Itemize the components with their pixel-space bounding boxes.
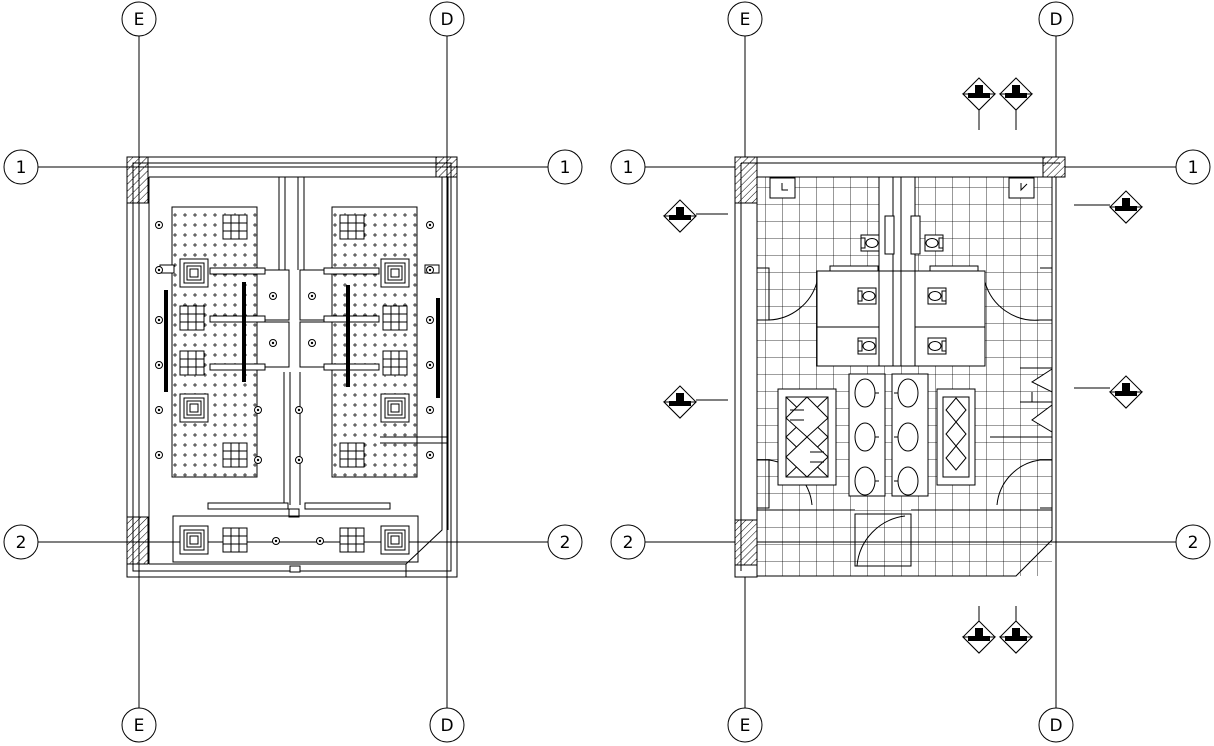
- grid-bubble-e-top-left: E: [121, 1, 157, 37]
- ceiling-panel-left: [171, 206, 418, 478]
- svg-text:2: 2: [1188, 533, 1199, 553]
- grid-bubble-2-left-left: 2: [3, 524, 39, 560]
- svg-text:E: E: [740, 10, 751, 30]
- svg-text:D: D: [440, 716, 453, 736]
- cubicle-partitions: [816, 176, 986, 367]
- grid-bubble-1-left-right: 1: [610, 149, 646, 185]
- svg-text:D: D: [1049, 716, 1062, 736]
- grid-bubble-2-right-right: 2: [1175, 524, 1211, 560]
- grid-bubble-2-right-left: 2: [547, 524, 583, 560]
- svg-text:1: 1: [560, 158, 571, 178]
- svg-text:E: E: [134, 10, 145, 30]
- svg-text:2: 2: [623, 533, 634, 553]
- svg-text:2: 2: [560, 533, 571, 553]
- grid-bubble-1-right-left: 1: [547, 149, 583, 185]
- svg-text:E: E: [134, 716, 145, 736]
- grid-bubble-2-left-right: 2: [610, 524, 646, 560]
- grid-bubble-1-right-right: 1: [1175, 149, 1211, 185]
- grid-bubble-d-top-right: D: [1038, 1, 1074, 37]
- grid-bubble-d-bottom-left: D: [429, 707, 465, 743]
- svg-text:2: 2: [16, 533, 27, 553]
- svg-text:1: 1: [1188, 158, 1199, 178]
- vanity-counter: [777, 373, 976, 497]
- svg-text:D: D: [440, 10, 453, 30]
- elevation-marker-icon: [663, 77, 1143, 654]
- grid-bubble-1-left-left: 1: [3, 149, 39, 185]
- grid-bubble-d-bottom-right: D: [1038, 707, 1074, 743]
- svg-text:1: 1: [16, 158, 27, 178]
- column-hatch-icon: [126, 156, 458, 565]
- column-hatch-icon: [734, 156, 1066, 566]
- corridor-ceiling-band: [172, 515, 419, 563]
- svg-text:E: E: [740, 716, 751, 736]
- grid-lines-left: [38, 36, 548, 708]
- grid-bubble-e-bottom-right: E: [727, 707, 763, 743]
- grid-bubble-e-bottom-left: E: [121, 707, 157, 743]
- floor-plan: E D E D 1 1 2 2: [610, 1, 1211, 743]
- linear-light-icon: [164, 282, 440, 398]
- urinal-icon: [990, 367, 1053, 438]
- grid-bubble-d-top-left: D: [429, 1, 465, 37]
- ceiling-plan: E D E D 1 1 2 2: [3, 1, 583, 743]
- wall-basin-icon: [769, 177, 1035, 199]
- svg-text:D: D: [1049, 10, 1062, 30]
- walls-right: [734, 156, 1066, 578]
- svg-text:1: 1: [623, 158, 634, 178]
- grid-bubble-e-top-right: E: [727, 1, 763, 37]
